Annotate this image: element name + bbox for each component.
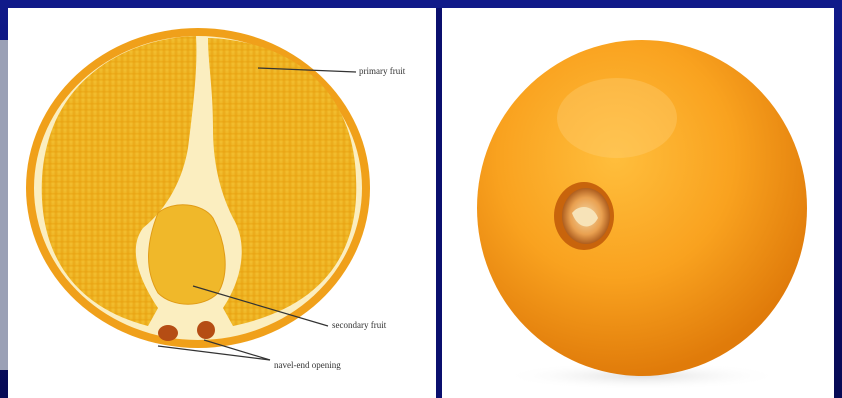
- secondary-fruit-segment: [149, 205, 226, 304]
- navel-opening-leader-line-1: [158, 346, 270, 360]
- navel-end-opening-label: navel-end opening: [274, 360, 341, 370]
- navel-end-spot-left: [158, 325, 178, 341]
- orange-highlight: [557, 78, 677, 158]
- primary-fruit-label: primary fruit: [359, 66, 405, 76]
- whole-orange-image: [442, 8, 834, 398]
- navel-end-spot-right: [197, 321, 215, 339]
- secondary-fruit-label: secondary fruit: [332, 320, 386, 330]
- orange-cross-section-panel: primary fruit secondary fruit navel-end …: [8, 8, 436, 398]
- whole-orange-panel: [442, 8, 834, 398]
- left-accent-stripe: [0, 40, 8, 370]
